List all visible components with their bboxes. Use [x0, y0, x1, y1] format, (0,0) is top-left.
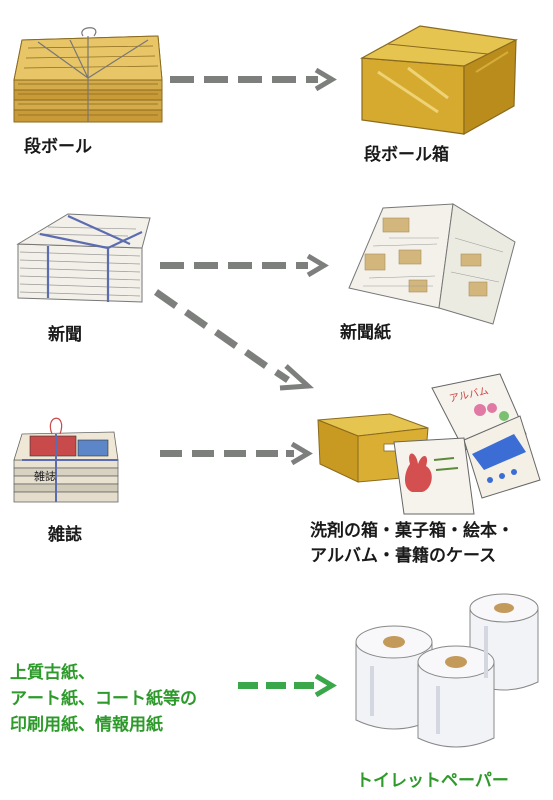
- newspaper-bundle-illustration: [8, 194, 158, 309]
- arrow-row1: [168, 68, 340, 92]
- magazine-cover-title: 雑誌: [34, 469, 56, 483]
- cardboard-box-illustration: [348, 2, 528, 137]
- target-label-boxes-line2: アルバム・書籍のケース: [310, 546, 497, 566]
- source-label-paper-line1: 上質古紙、: [10, 663, 95, 683]
- target-label-toilet-paper: トイレットペーパー: [356, 771, 509, 791]
- toilet-paper-illustration: [352, 586, 548, 756]
- source-label-paper-line2: アート紙、コート紙等の: [10, 689, 197, 709]
- target-label-newsprint: 新聞紙: [340, 323, 391, 343]
- magazine-bundle-illustration: 雑誌: [8, 404, 128, 514]
- target-label-cardboard-box: 段ボール箱: [364, 145, 449, 165]
- target-label-boxes-line1: 洗剤の箱・菓子箱・絵本・: [310, 521, 514, 541]
- source-label-magazine: 雑誌: [48, 525, 82, 545]
- source-label-cardboard: 段ボール: [24, 137, 92, 157]
- boxes-and-books-illustration: アルバム: [314, 368, 546, 518]
- arrow-row4: [236, 674, 340, 698]
- newspaper-sheet-illustration: [343, 198, 523, 328]
- cardboard-bundle-illustration: [8, 18, 168, 128]
- source-label-newspaper: 新聞: [48, 325, 82, 345]
- arrow-row3: [158, 442, 318, 466]
- arrow-row2: [158, 254, 338, 278]
- arrow-diagonal-newspaper-to-boxes: [150, 282, 320, 394]
- source-label-paper-line3: 印刷用紙、情報用紙: [10, 715, 163, 735]
